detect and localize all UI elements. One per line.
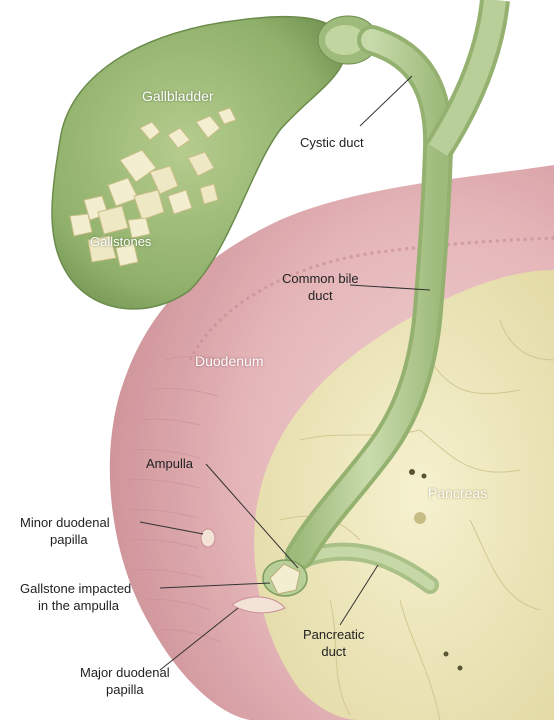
label-major-papilla: Major duodenal papilla	[80, 664, 170, 698]
pancreas-shape	[254, 270, 554, 720]
impacted-gallstone-line-1: Gallstone impacted	[20, 581, 132, 596]
bile-duct-shape	[285, 0, 510, 570]
pancreatic-duct-line-2: duct	[321, 644, 346, 659]
label-pancreatic-duct: Pancreatic duct	[303, 626, 364, 660]
label-duodenum: Duodenum	[195, 353, 264, 369]
common-bile-duct-line-2: duct	[308, 288, 333, 303]
label-gallstones: Gallstones	[90, 234, 152, 249]
minor-papilla-shape	[200, 528, 216, 548]
major-papilla-line-1: Major duodenal	[80, 665, 170, 680]
label-common-bile-duct: Common bile duct	[282, 270, 359, 304]
label-ampulla: Ampulla	[146, 456, 193, 471]
leader-lines	[139, 75, 431, 671]
pancreatic-duct-line-1: Pancreatic	[303, 627, 365, 642]
gallstones-cluster	[69, 107, 237, 267]
label-gallbladder: Gallbladder	[142, 88, 214, 104]
ampulla-shape	[262, 559, 308, 597]
label-minor-papilla: Minor duodenal papilla	[20, 514, 140, 548]
minor-papilla-line-2: papilla	[50, 532, 88, 547]
label-impacted-gallstone: Gallstone impacted in the ampulla	[20, 580, 131, 614]
minor-papilla-line-1: Minor duodenal	[20, 515, 110, 530]
major-papilla-line-2: papilla	[106, 682, 144, 697]
major-papilla-shape	[231, 596, 286, 614]
impacted-gallstone-line-2: in the ampulla	[38, 598, 119, 613]
common-bile-duct-line-1: Common bile	[282, 271, 359, 286]
label-cystic-duct: Cystic duct	[300, 135, 364, 150]
label-pancreas: Pancreas	[428, 485, 488, 501]
